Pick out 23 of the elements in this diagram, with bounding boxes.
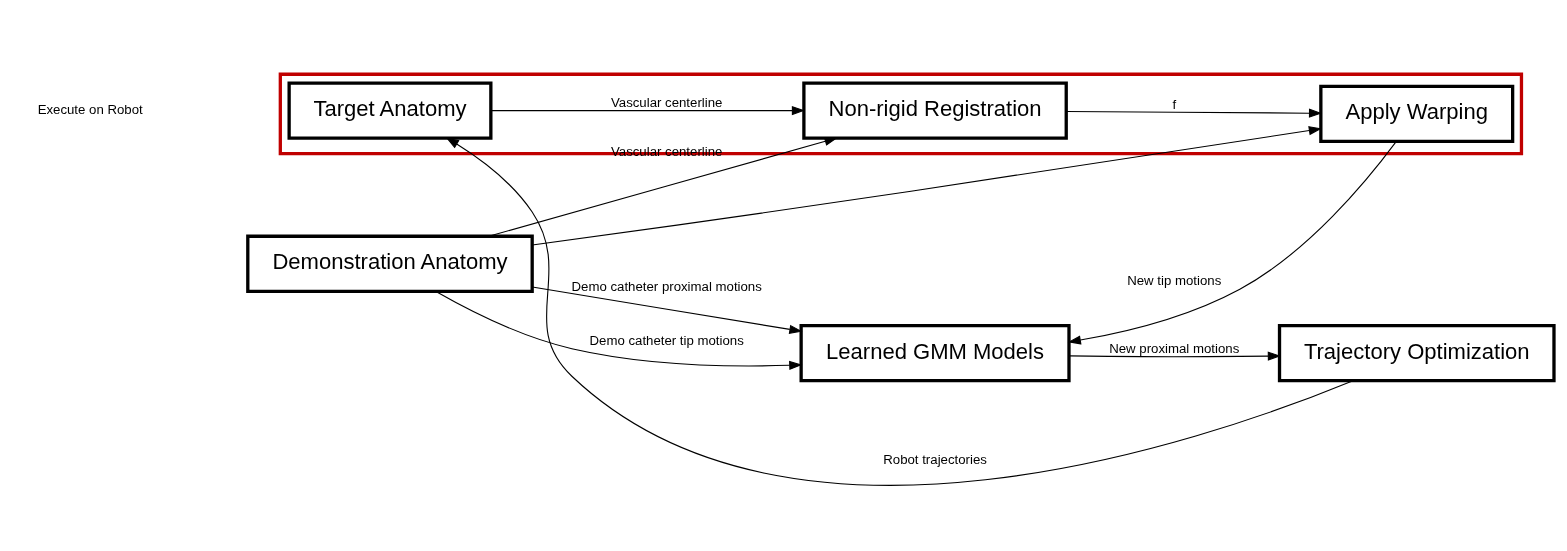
node-box: Apply Warping — [1319, 84, 1515, 144]
edge-label: Vascular centerline — [610, 94, 723, 110]
node-box: Non-rigid Registration — [802, 81, 1068, 140]
node-box: Trajectory Optimization — [1277, 323, 1556, 383]
node-box: Learned GMM Models — [799, 323, 1071, 383]
arrow — [531, 126, 1322, 246]
edge-label: New proximal motions — [1109, 340, 1240, 356]
cluster — [278, 72, 1524, 156]
edge-label: f — [1172, 97, 1177, 113]
node-box: Demonstration Anatomy — [246, 234, 534, 294]
edge-label: Demo catheter tip motions — [589, 332, 744, 348]
edge-label: Demo catheter proximal motions — [571, 278, 762, 294]
arrow — [531, 286, 803, 334]
arrow — [1065, 108, 1323, 118]
edge-label: Robot trajectories — [883, 451, 987, 467]
arrow — [490, 105, 806, 116]
label: Execute on Robot — [37, 102, 143, 118]
arrow — [1067, 141, 1397, 345]
arrow — [488, 136, 838, 237]
node-box: Target Anatomy — [287, 81, 493, 140]
edge-label: New tip motions — [1127, 273, 1222, 289]
arrow — [435, 290, 803, 370]
arrow — [445, 137, 1354, 486]
